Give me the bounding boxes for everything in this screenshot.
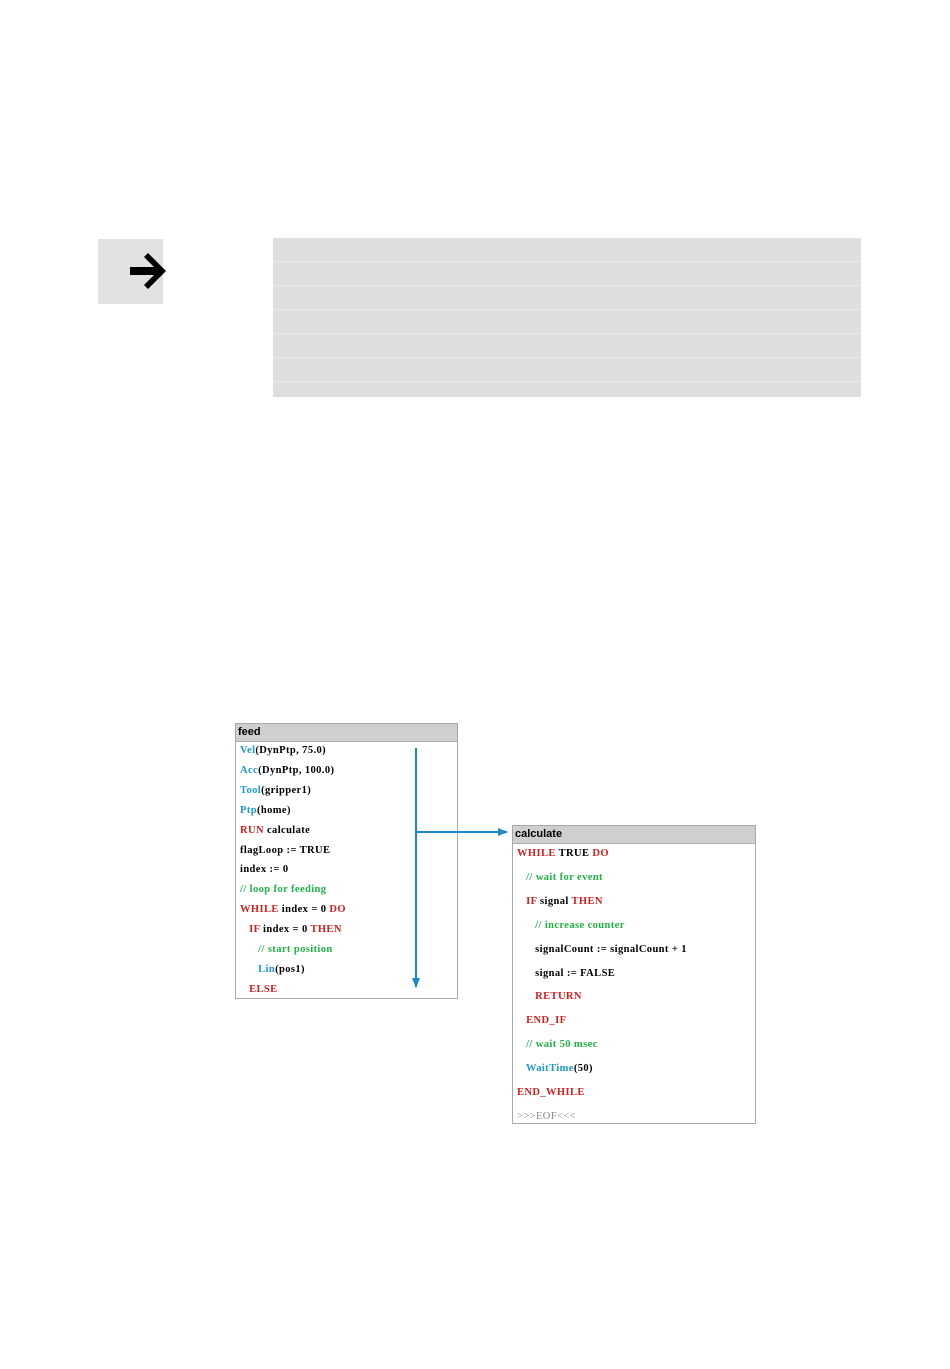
feed-code-panel: feed Vel(DynPtp, 75.0) Acc(DynPtp, 100.0)… — [235, 723, 458, 999]
code-line: >>>EOF<<< — [517, 1111, 576, 1122]
code-token: RETURN — [535, 991, 582, 1003]
code-token: DO — [592, 848, 609, 859]
code-line: index := 0 — [240, 864, 289, 875]
code-token: Lin — [258, 963, 276, 975]
note-line — [273, 334, 861, 358]
code-token: // wait 50 msec — [526, 1039, 598, 1051]
code-line: Ptp(home) — [240, 805, 291, 816]
code-line: RUN calculate — [240, 825, 310, 836]
note-icon-box — [98, 239, 166, 304]
code-token: Tool — [240, 784, 262, 796]
code-line: IF signal THEN — [517, 896, 603, 907]
code-line: // start position — [240, 944, 333, 955]
code-token: (gripper1) — [261, 784, 312, 796]
code-token: RUN — [240, 824, 264, 836]
code-line: flagLoop := TRUE — [240, 845, 330, 856]
code-token: (home) — [256, 804, 291, 816]
code-token: index = 0 — [278, 904, 330, 916]
note-line — [273, 358, 861, 382]
code-token: calculate — [263, 824, 311, 836]
code-token: Acc — [240, 764, 259, 776]
code-token: // start position — [258, 944, 333, 955]
code-token: signal := FALSE — [535, 967, 616, 979]
note-line — [273, 262, 861, 286]
code-line: WaitTime(50) — [517, 1063, 593, 1074]
calculate-code-panel: calculate WHILE TRUE DO // wait for even… — [512, 825, 756, 1124]
code-token: // loop for feeding — [240, 884, 327, 896]
code-line: signal := FALSE — [517, 968, 615, 979]
code-token: WHILE — [240, 904, 279, 916]
code-token: Ptp — [240, 804, 257, 816]
code-token: (pos1) — [275, 963, 305, 975]
code-token: THEN — [571, 895, 603, 907]
feed-panel-title: feed — [236, 724, 457, 742]
code-line: // wait 50 msec — [517, 1039, 598, 1050]
code-token: flagLoop := TRUE — [240, 844, 331, 856]
code-line: Lin(pos1) — [240, 964, 305, 975]
code-line: signalCount := signalCount + 1 — [517, 944, 687, 955]
code-token: IF — [526, 895, 537, 907]
code-token: // increase counter — [535, 919, 625, 931]
code-token: (DynPtp, 100.0) — [258, 764, 335, 776]
code-token: (DynPtp, 75.0) — [255, 745, 327, 756]
code-token: TRUE — [555, 848, 593, 859]
code-token: IF — [249, 924, 260, 936]
code-line: RETURN — [517, 991, 582, 1002]
code-line: Tool(gripper1) — [240, 785, 311, 796]
code-token: signalCount := signalCount + 1 — [535, 943, 687, 955]
code-token: ELSE — [249, 983, 278, 995]
code-token: THEN — [310, 924, 342, 936]
code-token: // wait for event — [526, 871, 603, 883]
code-line: Vel(DynPtp, 75.0) — [240, 745, 326, 756]
code-token: index := 0 — [240, 864, 289, 876]
code-line: IF index = 0 THEN — [240, 924, 342, 935]
code-line: // increase counter — [517, 920, 625, 931]
code-token: WHILE — [517, 848, 556, 859]
code-line: WHILE TRUE DO — [517, 848, 609, 859]
code-line: END_WHILE — [517, 1087, 585, 1098]
note-line — [273, 286, 861, 310]
code-token: (50) — [573, 1063, 593, 1075]
right-arrow-icon — [130, 253, 166, 289]
code-line: ELSE — [240, 984, 278, 995]
code-token: WaitTime — [525, 1063, 574, 1075]
code-line: // loop for feeding — [240, 884, 326, 895]
note-line — [273, 238, 861, 262]
code-token: END_WHILE — [517, 1087, 585, 1098]
code-token: DO — [329, 904, 346, 916]
code-token: index = 0 — [260, 924, 311, 936]
code-token: Vel — [240, 745, 256, 756]
code-line: WHILE index = 0 DO — [240, 904, 346, 915]
code-token: >>>EOF<<< — [517, 1110, 576, 1122]
code-line: // wait for event — [517, 872, 603, 883]
note-line — [273, 310, 861, 334]
code-line: Acc(DynPtp, 100.0) — [240, 765, 334, 776]
note-box — [273, 238, 861, 397]
code-token: signal — [537, 895, 572, 907]
code-line: END_IF — [517, 1015, 566, 1026]
code-token: END_IF — [526, 1015, 567, 1027]
calculate-panel-title: calculate — [513, 826, 755, 844]
